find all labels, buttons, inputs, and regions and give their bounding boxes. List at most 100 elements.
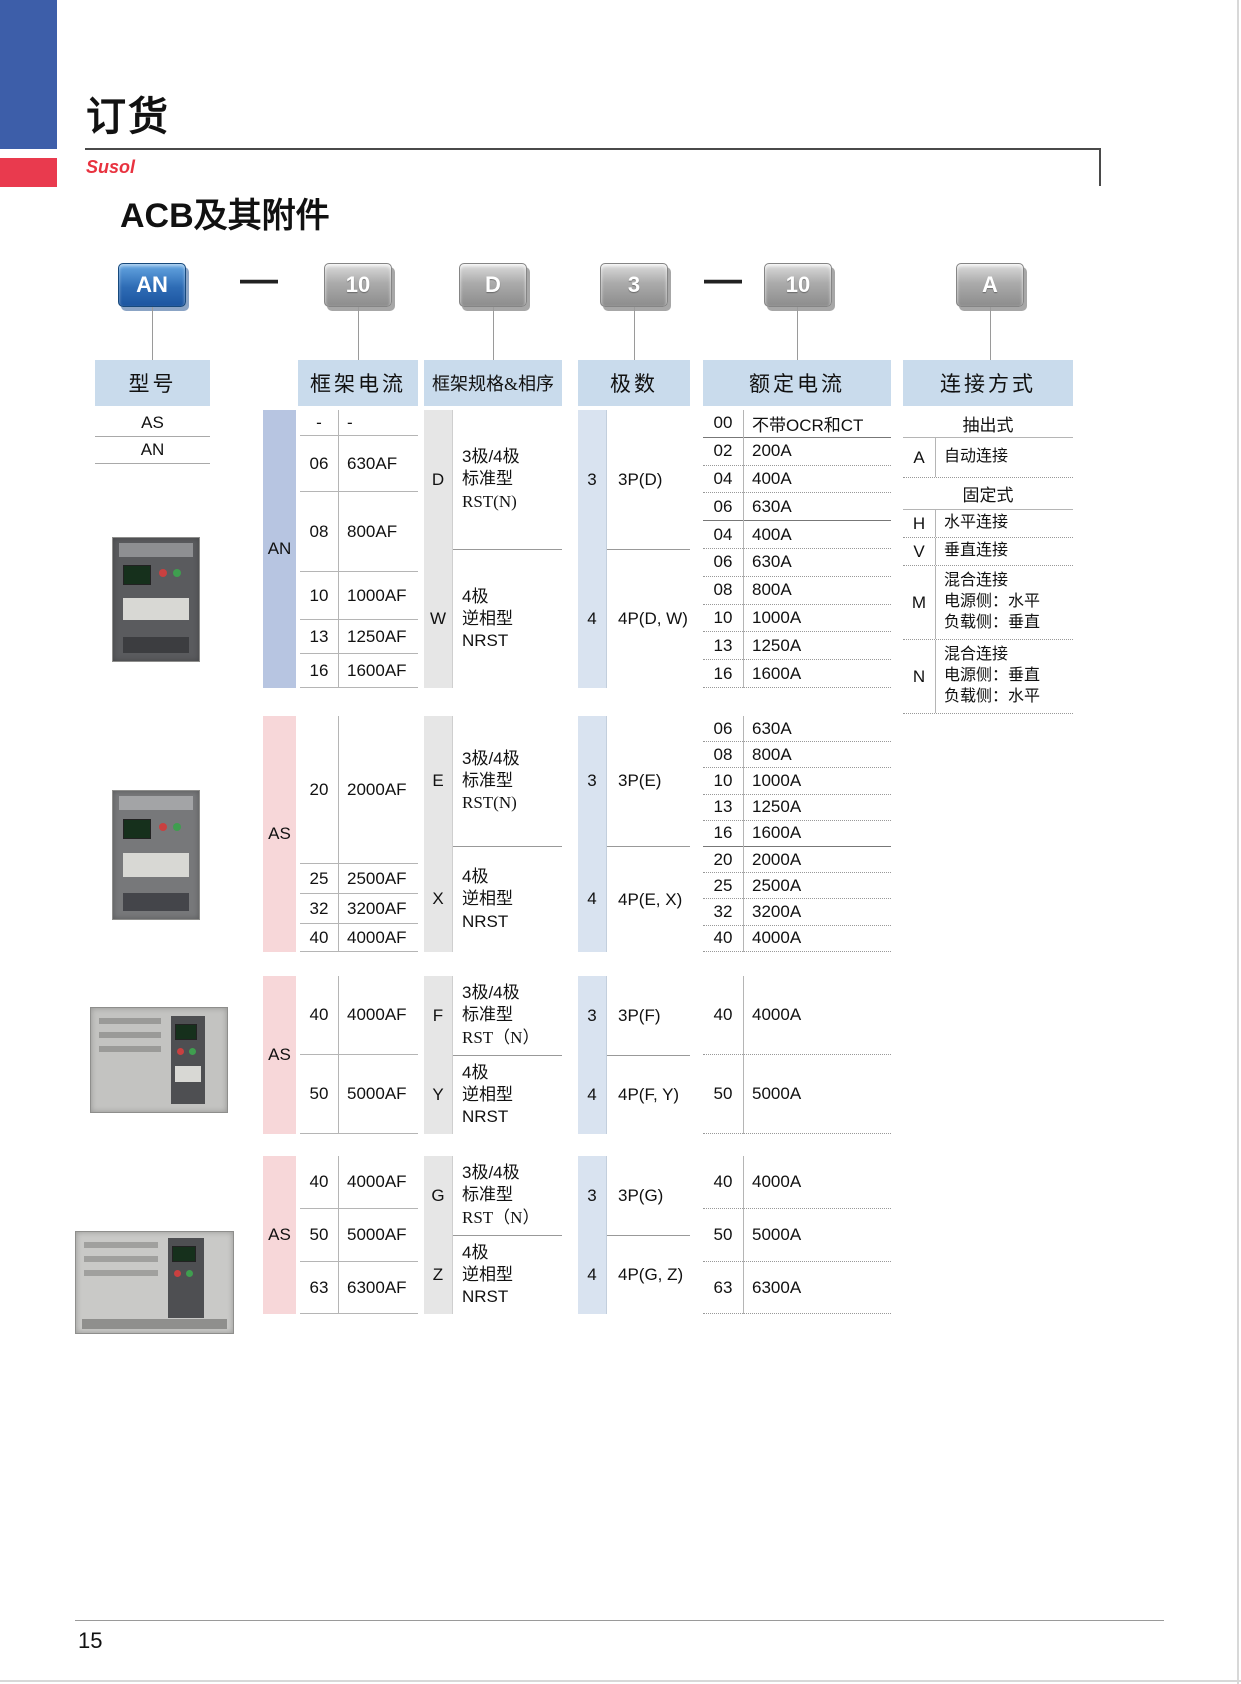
footer-divider	[75, 1620, 1164, 1621]
poles-label: 3P(D)	[618, 469, 663, 489]
spec-code: E	[424, 716, 453, 846]
breaker-base	[123, 893, 189, 911]
code-cell: 02	[713, 441, 733, 461]
poles-code: 3	[578, 410, 607, 549]
spec-line: 逆相型	[462, 889, 513, 909]
value-cell: 1250A	[752, 635, 802, 655]
breaker-label	[175, 1066, 201, 1082]
value-cell: 5000AF	[347, 1084, 407, 1103]
code-segment-rated-current: 10	[764, 263, 832, 307]
spec-desc: 4极 逆相型 NRST	[453, 1055, 562, 1134]
spec-line: 4极	[462, 1062, 489, 1082]
connection-line: 负载侧：水平	[944, 687, 1041, 705]
table-row: 50 5000AF	[300, 1055, 418, 1134]
spec-cell: W 4极 逆相型 NRST	[424, 549, 562, 688]
code-cell: 06	[713, 496, 733, 516]
indicator-dot-red	[159, 823, 167, 831]
spec-desc: 4极 逆相型 NRST	[453, 846, 562, 952]
poles-label: 4P(G, Z)	[607, 1235, 690, 1314]
value-cell: 1000A	[752, 770, 802, 790]
code-cell: 20	[713, 849, 733, 869]
value-cell: 800A	[752, 744, 792, 764]
indicator-dot-red	[159, 569, 167, 577]
group-label: AS	[268, 824, 291, 843]
page-number: 15	[78, 1628, 103, 1653]
product-photo-acb-2	[112, 790, 200, 920]
spec-desc: 3极/4极 标准型 RST（N）	[453, 976, 562, 1055]
value-cell: 1000AF	[347, 585, 407, 605]
code-cell: 63	[309, 1277, 329, 1297]
frame-spec-table-an: D 3极/4极 标准型 RST(N) W 4极 逆相型 NRST	[424, 410, 562, 688]
poles-label: 3P(E)	[618, 771, 662, 790]
column-header-model: 型号	[95, 360, 210, 406]
spec-line: RST（N）	[462, 1027, 540, 1047]
spec-line: 标准型	[462, 770, 513, 790]
breaker-display	[123, 819, 151, 839]
header-divider-corner	[1099, 148, 1101, 186]
product-photo-acb-3	[90, 1007, 228, 1113]
corner-accent-blue	[0, 0, 57, 149]
group-sidebar-as1: AS	[263, 716, 296, 952]
poles-code: 3	[578, 1156, 607, 1235]
value-cell: 水平连接	[936, 510, 1073, 537]
value-cell: 2500AF	[347, 868, 407, 888]
poles-label: 4P(D, W)	[607, 549, 690, 688]
spec-cell: F 3极/4极 标准型 RST（N）	[424, 976, 562, 1055]
code-cell: 40	[713, 1172, 733, 1191]
spec-code: F	[424, 976, 453, 1055]
column-header-frame-current: 框架电流	[298, 360, 418, 406]
poles-cell: 4 4P(E, X)	[578, 846, 690, 952]
poles-cell: 3 3P(G)	[578, 1156, 690, 1235]
spec-line: 逆相型	[462, 1084, 513, 1104]
code-cell: 04	[713, 468, 733, 488]
code-cell: 63	[713, 1277, 733, 1297]
code-cell: 50	[309, 1225, 329, 1244]
poles-table-an: 3 3P(D) 4 4P(D, W)	[578, 410, 690, 688]
breaker-label	[123, 853, 189, 877]
code-cell: 50	[309, 1084, 329, 1103]
group-label: AS	[268, 1225, 291, 1244]
poles-code: 3	[578, 976, 607, 1055]
connector-line	[152, 307, 153, 360]
frame-spec-table-as1: E 3极/4极 标准型 RST(N) X 4极 逆相型 NRST	[424, 716, 562, 952]
value-cell: 垂直连接	[936, 538, 1073, 565]
code-cell: 06	[309, 453, 329, 473]
poles-code: 3	[578, 716, 607, 846]
code-cell: H	[903, 510, 936, 537]
indicator-dot-red	[177, 1048, 184, 1055]
table-row: M 混合连接 电源侧：水平 负载侧：垂直	[903, 566, 1073, 640]
code-segment-connection: A	[956, 263, 1024, 307]
code-segment-model: AN	[118, 263, 186, 307]
spec-line: NRST	[462, 1107, 509, 1127]
spec-line: 3极/4极	[462, 983, 520, 1003]
connection-line: 垂直连接	[944, 542, 1009, 560]
spec-line: NRST	[462, 1287, 509, 1307]
connection-line: 负载侧：垂直	[944, 613, 1041, 631]
code-cell: 40	[309, 1172, 329, 1191]
vent-stripe	[99, 1032, 161, 1038]
connection-line: 混合连接	[944, 646, 1009, 664]
value-cell: 不带OCR和CT	[752, 415, 864, 435]
column-separator	[743, 716, 744, 952]
spec-line: 4极	[462, 586, 489, 606]
indicator-dot-red	[174, 1270, 181, 1277]
spec-desc: 3极/4极 标准型 RST（N）	[453, 1156, 562, 1235]
connection-section-title: 固定式	[903, 478, 1073, 510]
spec-code: W	[424, 549, 453, 688]
code-cell: 16	[713, 823, 733, 843]
value-cell: 630A	[752, 552, 792, 572]
page-title: 订货	[86, 95, 170, 139]
code-cell: 06	[713, 552, 733, 572]
